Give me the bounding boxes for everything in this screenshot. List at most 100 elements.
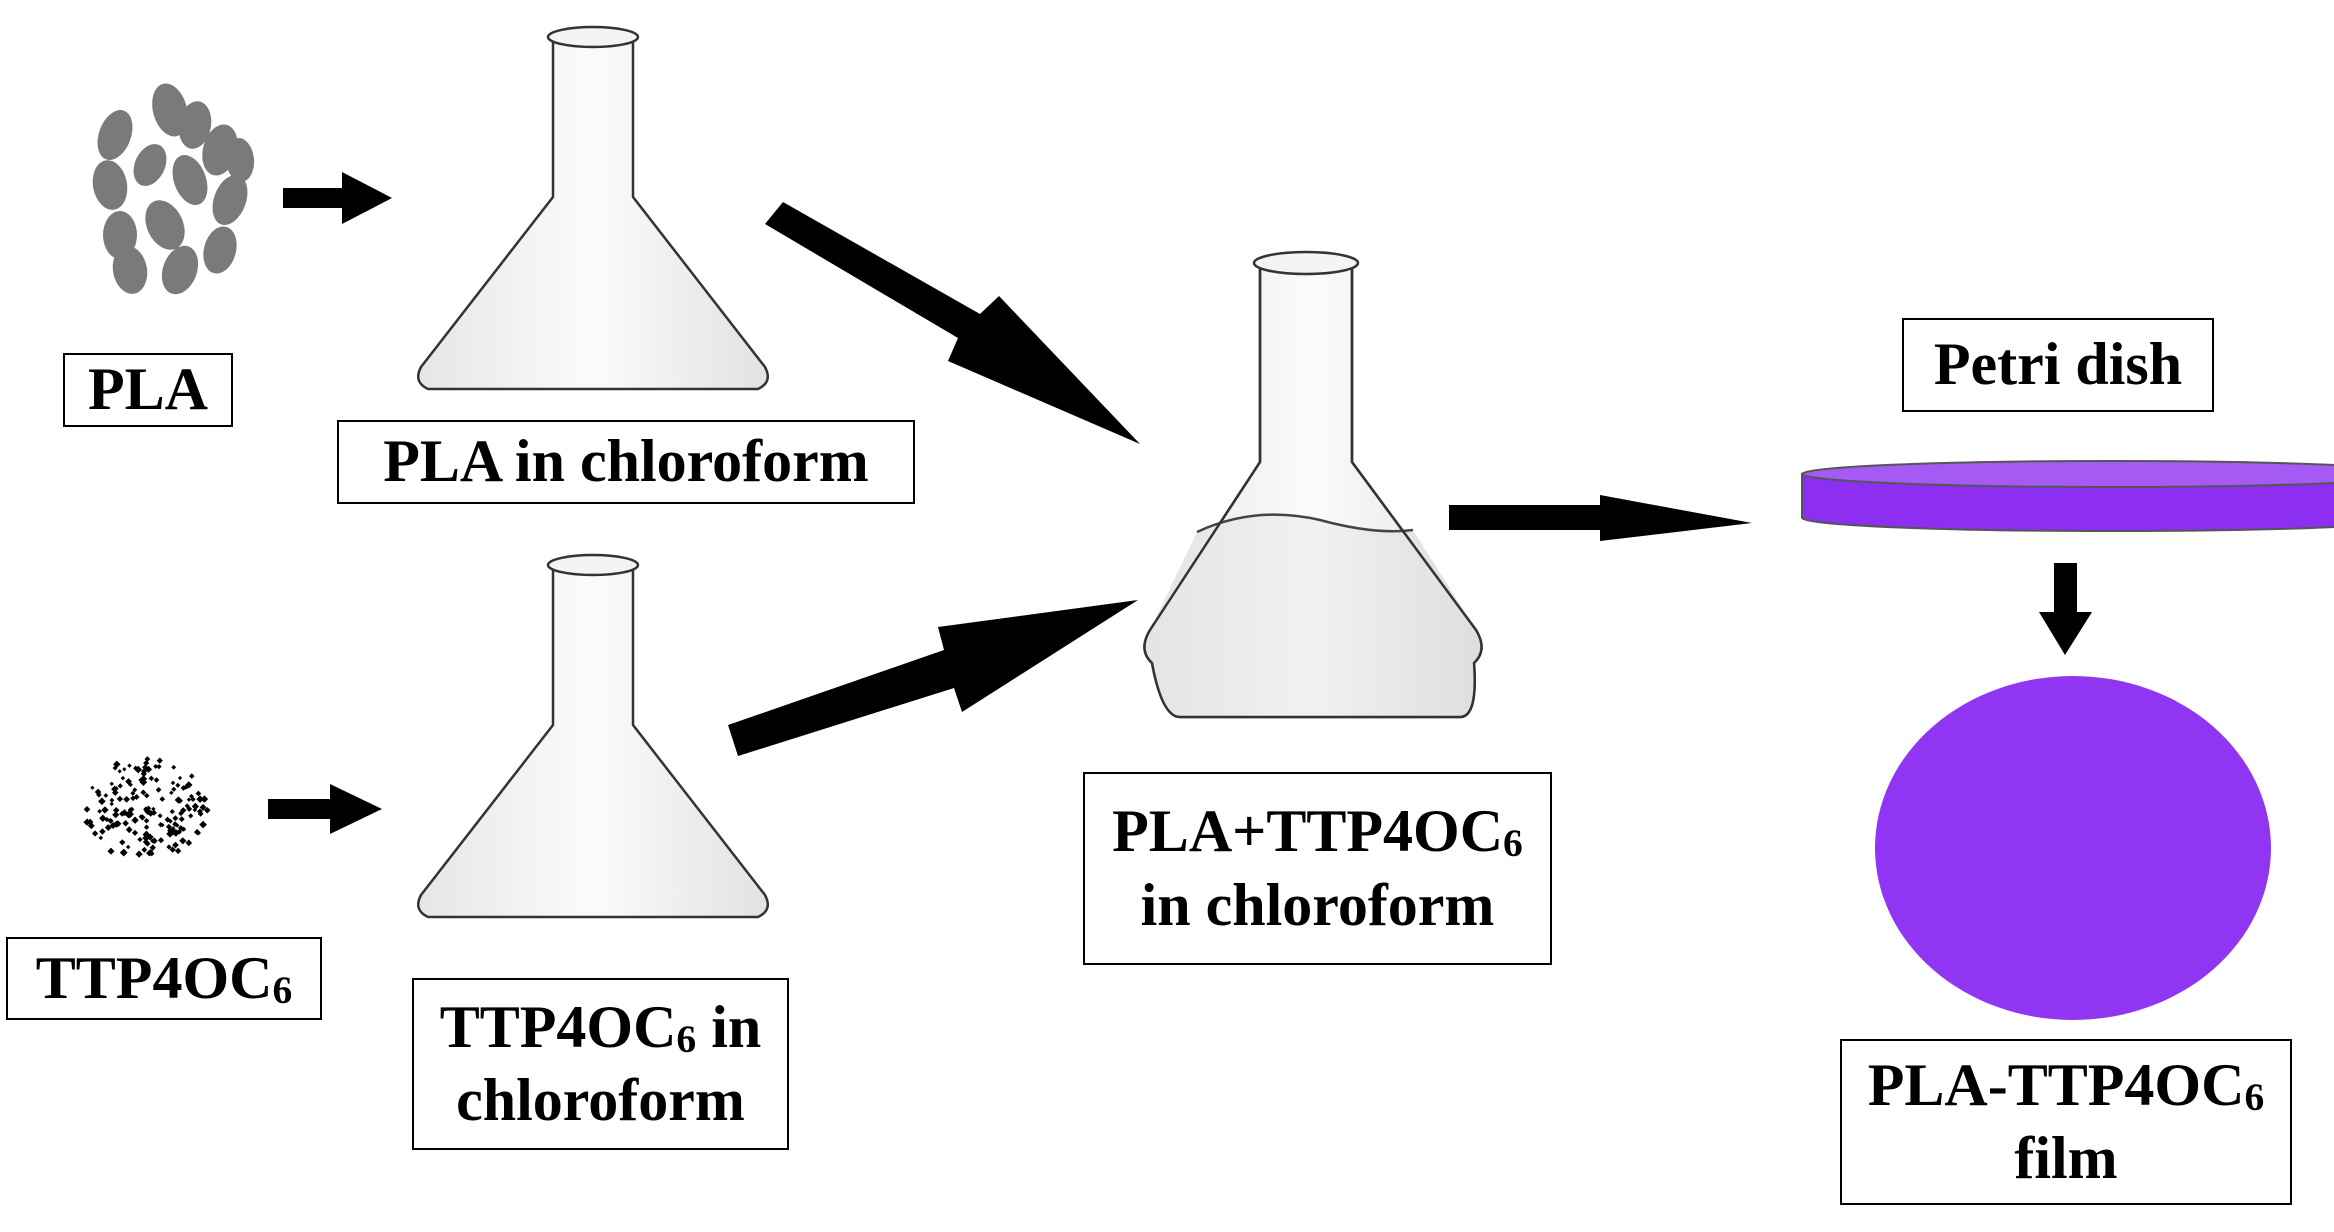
ttp-powder-grain <box>101 806 108 813</box>
pla-pellet <box>145 200 185 250</box>
ttp-powder-grain <box>147 834 154 841</box>
ttp-powder-grain <box>145 805 152 811</box>
ttp-powder-grain <box>168 818 173 824</box>
ttp-powder-grain <box>170 780 176 786</box>
ttp-powder-grain <box>149 844 156 851</box>
arrow-pla-flask-to-mix <box>765 202 1140 444</box>
pla-pellet <box>152 83 188 137</box>
ttp-powder-grain <box>117 783 123 789</box>
pla-pellet <box>203 226 237 274</box>
pla-pellet <box>133 144 167 186</box>
ttp-powder-grain <box>113 760 121 768</box>
ttp-powder-grain <box>112 789 119 796</box>
ttp-powder-grain <box>174 796 183 804</box>
ttp-powder-grain <box>109 801 114 807</box>
ttp-powder-grain <box>98 797 106 806</box>
ttp-powder-grain <box>159 796 166 802</box>
ttp-powder-grain <box>185 839 193 847</box>
ttp-powder-grain <box>143 824 150 830</box>
ttp-powder-grain <box>112 811 120 819</box>
ttp-powder-grain <box>174 847 182 855</box>
label-petri-dish: Petri dish <box>1902 318 2214 412</box>
ttp-powder-grain <box>156 764 162 770</box>
ttp-powder-grain <box>137 836 143 843</box>
ttp-powder-grain <box>151 806 156 812</box>
ttp-powder-grain <box>175 782 181 788</box>
ttp-powder-grain <box>195 790 202 797</box>
ttp-powder-grain <box>153 763 159 769</box>
ttp-powder-grain <box>177 775 183 781</box>
ttp-powder-grain <box>99 828 106 835</box>
ttp-powder-grain <box>83 806 91 813</box>
ttp-powder-grain <box>135 850 143 858</box>
ttp-powder-grain <box>103 793 109 798</box>
ttp-powder-grain <box>141 846 148 853</box>
ttp-powder-grain <box>125 844 131 850</box>
ttp-powder-grain <box>157 813 163 819</box>
ttp-powder-grain <box>169 846 176 853</box>
ttp-powder-grain <box>158 822 164 828</box>
ttp-powder-grain <box>142 838 149 846</box>
ttp-powder-grain <box>169 808 175 815</box>
ttp-powder-grain <box>107 847 115 855</box>
ttp-powder-grain <box>155 787 162 793</box>
ttp-powder-grain <box>127 763 132 768</box>
label-pla-in-chloroform: PLA in chloroform <box>337 420 915 504</box>
ttp-powder-grain <box>107 817 114 824</box>
ttp-powder-grain <box>104 824 112 831</box>
ttp-powder-grain <box>122 767 127 772</box>
ttp-powder-grain <box>120 775 126 781</box>
ttp-powder-grain <box>157 837 165 844</box>
ttp-powder-grain <box>127 807 134 813</box>
flask-ttp-icon <box>416 553 770 919</box>
ttp-powder-grain <box>185 781 193 789</box>
pla-pellet <box>172 154 208 206</box>
ttp-powder-grain <box>97 808 102 814</box>
ttp-powder-grain <box>171 764 177 770</box>
pla-pellet <box>97 109 133 161</box>
flask-mixture-icon <box>1143 250 1483 719</box>
arrow-ttp-to-flask <box>268 784 382 834</box>
ttp-powder-grain <box>188 813 194 819</box>
flask-pla-icon <box>416 25 770 391</box>
ttp-powder-grain <box>109 821 117 830</box>
ttp-powder-grain <box>188 773 195 779</box>
ttp-powder-grain <box>122 820 129 827</box>
label-pla: PLA <box>63 353 233 427</box>
ttp-powder-grain <box>123 795 131 803</box>
pla-pellet <box>112 246 148 294</box>
ttp-powder-grain <box>90 785 95 790</box>
arrow-pla-to-flask <box>283 172 392 224</box>
label-ttp4oc6: TTP4OC6 <box>6 937 322 1020</box>
ttp-powder-grain <box>116 795 124 803</box>
pla-pellet <box>92 160 128 210</box>
ttp-powder-grain <box>178 816 185 823</box>
arrow-mix-to-petri <box>1449 495 1752 541</box>
ttp-powder-grain <box>199 820 207 829</box>
pla-pellet <box>225 138 255 182</box>
ttp-powder-grain <box>98 835 104 841</box>
ttp-powder-grain <box>169 790 174 795</box>
ttp-powder-grain <box>204 806 211 814</box>
ttp-powder-grain <box>119 839 126 846</box>
ttp-powder-grain <box>125 826 133 834</box>
ttp-powder-grain <box>147 809 155 817</box>
ttp-powder-grain <box>148 775 155 782</box>
ttp-powder-grain <box>144 756 151 762</box>
ttp-powder-grain <box>171 786 177 792</box>
ttp-powder-icon <box>83 756 211 858</box>
ttp-powder-grain <box>117 769 122 774</box>
ttp-powder-grain <box>153 777 160 783</box>
arrow-petri-to-film <box>2039 563 2092 655</box>
ttp-powder-grain <box>167 827 174 834</box>
ttp-powder-grain <box>130 795 136 802</box>
petri-dish-icon <box>1801 460 2334 532</box>
ttp-powder-grain <box>140 789 147 796</box>
ttp-powder-grain <box>143 792 150 799</box>
ttp-powder-grain <box>99 814 107 822</box>
ttp-powder-grain <box>172 815 179 822</box>
label-ttp4oc6-in-chloroform: TTP4OC6 in chloroform <box>412 978 789 1150</box>
ttp-powder-grain <box>172 841 179 849</box>
pla-ttp-film-icon <box>1875 676 2271 1020</box>
pla-pellet <box>161 245 199 295</box>
